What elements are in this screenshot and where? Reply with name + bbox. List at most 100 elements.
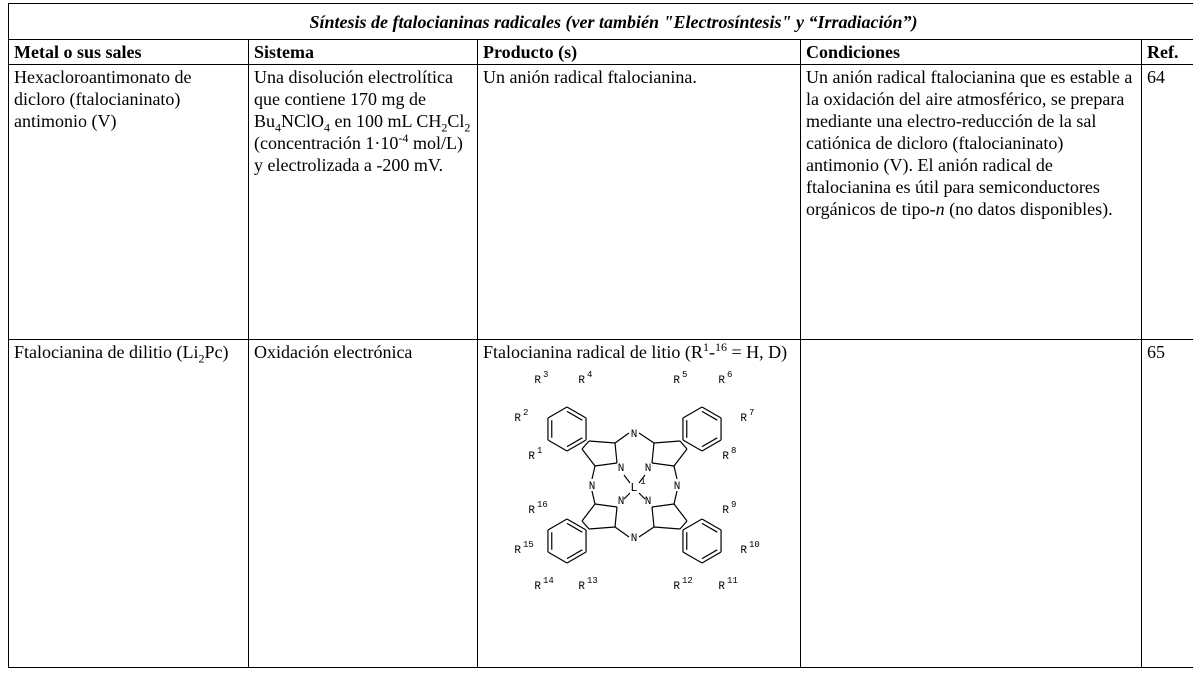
bridge-bond	[591, 465, 596, 480]
benzene-ring	[547, 518, 568, 531]
cell-metal: Ftalocianina de dilitio (Li2Pc)	[8, 339, 249, 668]
substituent-number: 14	[543, 576, 554, 586]
benzene-ring	[701, 437, 718, 448]
pyrrole-ring	[581, 440, 590, 450]
benzene-ring	[701, 518, 722, 531]
pyrrole-ring	[581, 503, 596, 522]
benzene-ring	[701, 439, 722, 452]
bridge-bond	[591, 490, 596, 505]
pyrrole-ring	[581, 520, 590, 530]
nitrogen-label: N	[645, 496, 652, 508]
substituent-number: 8	[731, 446, 736, 456]
header-row: Metal o sus sales Sistema Producto (s) C…	[8, 39, 1193, 65]
bridge-bond	[614, 526, 630, 538]
benzene-ring	[682, 406, 703, 419]
header-condiciones: Condiciones	[800, 39, 1142, 65]
substituent-number: 6	[727, 371, 732, 380]
metal-bond	[638, 474, 646, 484]
pyrrole-ring	[614, 442, 618, 464]
nitrogen-label: N	[631, 533, 638, 545]
table-title: Síntesis de ftalocianinas radicales (ver…	[7, 3, 1193, 40]
substituent-r-label: R	[578, 375, 585, 387]
benzene-ring	[701, 410, 718, 421]
benzene-ring	[566, 549, 583, 560]
table-row: Hexacloroantimonato de dicloro (ftalocia…	[8, 64, 1193, 340]
substituent-r-label: R	[578, 581, 585, 593]
pyrrole-ring	[673, 503, 688, 522]
substituent-r-label: R	[534, 581, 541, 593]
cell-producto: Ftalocianina radical de litio (R1-16 = H…	[477, 339, 801, 668]
pyrrole-ring	[581, 448, 596, 467]
pyrrole-ring	[614, 506, 618, 528]
substituent-number: 2	[523, 408, 528, 418]
nitrogen-label: N	[674, 481, 681, 493]
cell-producto: Un anión radical ftalocianina.	[477, 64, 801, 340]
metal-bond	[623, 492, 631, 500]
cell-condiciones: Un anión radical ftalocianina que es est…	[800, 64, 1142, 340]
cell-ref: 64	[1140, 64, 1193, 340]
pyrrole-ring	[651, 442, 655, 464]
benzene-ring	[566, 518, 587, 531]
header-producto: Producto (s)	[477, 39, 801, 65]
benzene-ring	[566, 410, 583, 421]
substituent-r-label: R	[740, 545, 747, 557]
substituent-r-label: R	[673, 581, 680, 593]
bridge-bond	[638, 432, 655, 444]
nitrogen-label: N	[618, 496, 625, 508]
substituent-r-label: R	[514, 545, 521, 557]
cell-ref: 65	[1140, 339, 1193, 668]
substituent-number: 10	[749, 540, 760, 550]
pyrrole-ring	[651, 462, 675, 467]
substituent-r-label: R	[534, 375, 541, 387]
benzene-ring	[701, 522, 718, 533]
bridge-bond	[614, 432, 630, 444]
nitrogen-label: N	[645, 463, 652, 475]
pyrrole-ring	[594, 462, 618, 467]
bridge-bond	[673, 465, 678, 480]
substituent-number: 16	[537, 500, 548, 510]
benzene-ring	[566, 406, 587, 419]
substituent-r-label: R	[514, 413, 521, 425]
substituent-number: 5	[682, 371, 687, 380]
header-sistema: Sistema	[248, 39, 478, 65]
pyrrole-ring	[588, 440, 616, 444]
benzene-ring	[566, 551, 587, 564]
benzene-ring	[682, 439, 703, 452]
cell-sistema: Oxidación electrónica	[248, 339, 478, 668]
substituent-number: 7	[749, 408, 754, 418]
pyrrole-ring	[679, 440, 688, 450]
pyrrole-ring	[679, 520, 688, 530]
benzene-ring	[547, 406, 568, 419]
pyrrole-ring	[653, 526, 681, 530]
substituent-r-label: R	[673, 375, 680, 387]
metal-bond	[638, 492, 646, 500]
pyrrole-ring	[673, 448, 688, 467]
pyrrole-ring	[651, 503, 675, 508]
synthesis-table: Síntesis de ftalocianinas radicales (ver…	[7, 3, 1193, 668]
substituent-r-label: R	[740, 413, 747, 425]
pyrrole-ring	[594, 503, 618, 508]
benzene-ring	[547, 439, 568, 452]
benzene-ring	[547, 551, 568, 564]
substituent-number: 12	[682, 576, 693, 586]
cell-metal: Hexacloroantimonato de dicloro (ftalocia…	[8, 64, 249, 340]
bridge-bond	[673, 490, 678, 505]
substituent-number: 4	[587, 371, 592, 380]
substituent-number: 11	[727, 576, 738, 586]
benzene-ring	[682, 551, 703, 564]
pyrrole-ring	[651, 506, 655, 528]
metal-bond	[623, 474, 631, 484]
substituent-r-label: R	[528, 451, 535, 463]
cell-condiciones	[800, 339, 1142, 668]
pyrrole-ring	[588, 526, 616, 530]
substituent-r-label: R	[718, 581, 725, 593]
producto-text: Ftalocianina radical de litio (R1-16 = H…	[483, 340, 788, 362]
metal-center-label: L	[630, 481, 637, 495]
metal-center-superscript: 1	[640, 477, 645, 487]
benzene-ring	[566, 439, 587, 452]
benzene-ring	[701, 406, 722, 419]
benzene-ring	[701, 549, 718, 560]
table-row: Ftalocianina de dilitio (Li2Pc) Oxidació…	[8, 339, 1193, 668]
